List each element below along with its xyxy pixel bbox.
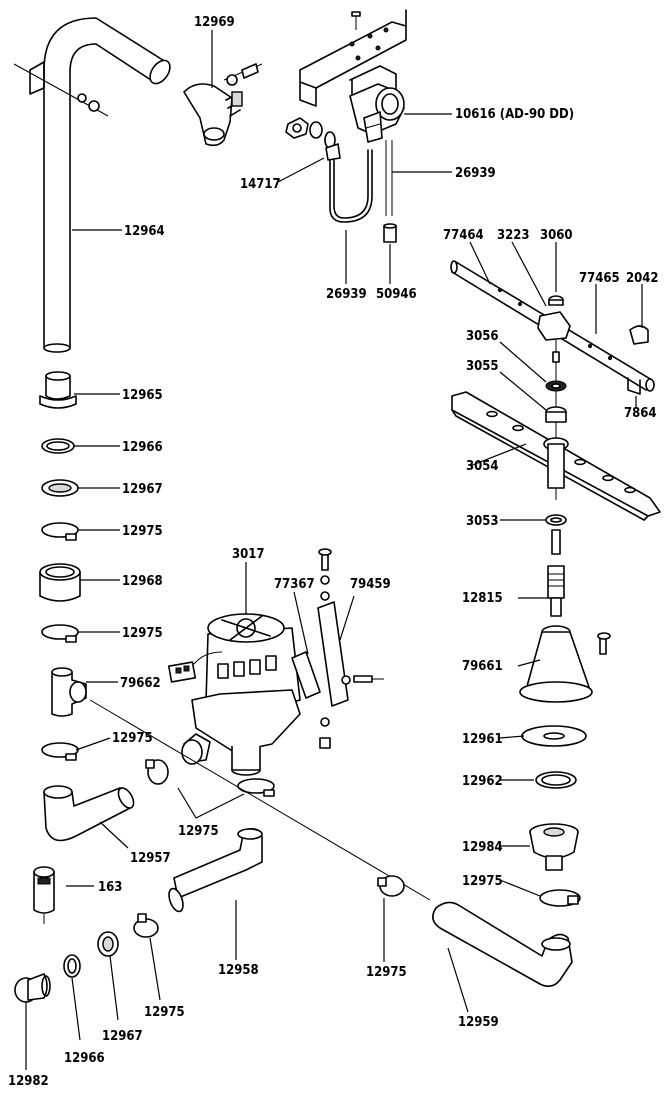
housing-79661 [519,625,611,703]
label-12969: 12969 [194,15,235,30]
tee-79662 [51,667,87,717]
label-77464: 77464 [443,228,484,243]
component-163 [33,866,55,924]
label-79662: 79662 [120,676,161,691]
part-labels: 12969 10616 (AD-90 DD) 14717 26939 26939… [8,15,659,1089]
washer-12966-top [41,438,75,454]
bracket-79459 [317,548,384,749]
label-77465: 77465 [579,271,620,286]
ring-12962 [535,771,577,789]
label-77367: 77367 [274,577,315,592]
label-12959: 12959 [458,1015,499,1030]
clamp-12975-g [377,875,405,897]
hose-12968 [39,563,81,602]
label-12982: 12982 [8,1074,49,1089]
elbow-12969 [183,63,263,147]
clamp-12975-a [41,522,79,541]
spray-arm-3054 [451,391,661,521]
washer-3053 [545,514,567,526]
clip-2042 [629,325,649,345]
clamp-12975-right [539,889,581,907]
wall-bracket [13,61,109,117]
label-12984: 12984 [462,840,503,855]
clamp-12975-h [133,913,159,938]
label-26939-bottom: 26939 [326,287,367,302]
screw-3056 [545,351,567,392]
label-3056: 3056 [466,329,499,344]
label-12975-f: 12975 [366,965,407,980]
nut-12967-top [41,479,79,497]
label-3223: 3223 [497,228,530,243]
label-12966-top: 12966 [122,440,163,455]
adapter-12965 [39,371,77,409]
hose-12958 [168,828,263,913]
label-12975-c: 12975 [112,731,153,746]
valve-10616 [349,83,405,143]
label-12975-b: 12975 [122,626,163,641]
label-79459: 79459 [350,577,391,592]
gasket-12961 [521,725,587,747]
label-2042: 2042 [626,271,659,286]
solenoid-bracket [299,9,407,107]
label-12975-e: 12975 [462,874,503,889]
bracket-77367 [291,651,321,699]
label-163: 163 [98,880,122,895]
hub-3223 [537,295,571,341]
label-7864: 7864 [624,406,657,421]
label-12958: 12958 [218,963,259,978]
label-3053: 3053 [466,514,499,529]
label-12815: 12815 [462,591,503,606]
label-10616: 10616 (AD-90 DD) [455,107,574,122]
label-12964: 12964 [124,224,165,239]
tube-26939 [329,140,393,223]
bearing-3055 [545,406,567,423]
label-3054: 3054 [466,459,499,474]
clamp-12975-b [41,624,79,643]
label-12957: 12957 [130,851,171,866]
label-26939-right: 26939 [455,166,496,181]
hanger-7864 [627,377,641,395]
label-3060: 3060 [540,228,573,243]
elbow-12957 [43,785,135,842]
label-12975-a: 12975 [122,524,163,539]
clamp-12975-c [41,742,79,761]
pump-motor-3017 [181,613,301,776]
label-12975-d: 12975 [178,824,219,839]
screw-stack-right [551,529,561,555]
fitting-14717 [285,117,341,161]
label-12962: 12962 [462,774,503,789]
label-3055: 3055 [466,359,499,374]
shaft-12815 [547,565,565,617]
nut-12967-bottom [97,931,119,957]
cap-50946 [383,223,397,243]
label-12967-top: 12967 [122,482,163,497]
label-79661: 79661 [462,659,503,674]
label-12961: 12961 [462,732,503,747]
connector-plug [167,651,223,683]
label-12965: 12965 [122,388,163,403]
fitting-12982 [14,973,51,1003]
hose-12959 [89,699,573,988]
label-12975-g: 12975 [144,1005,185,1020]
label-12967-bottom: 12967 [102,1029,143,1044]
flange-12984 [529,823,579,871]
label-50946: 50946 [376,287,417,302]
label-12968: 12968 [122,574,163,589]
label-3017: 3017 [232,547,265,562]
leader-lines [25,30,643,1070]
washer-12966-bottom [63,954,81,978]
pipe-12964 [43,17,171,353]
label-14717: 14717 [240,177,281,192]
clamps-pump-outlet [145,759,275,797]
label-12966-bottom: 12966 [64,1051,105,1066]
